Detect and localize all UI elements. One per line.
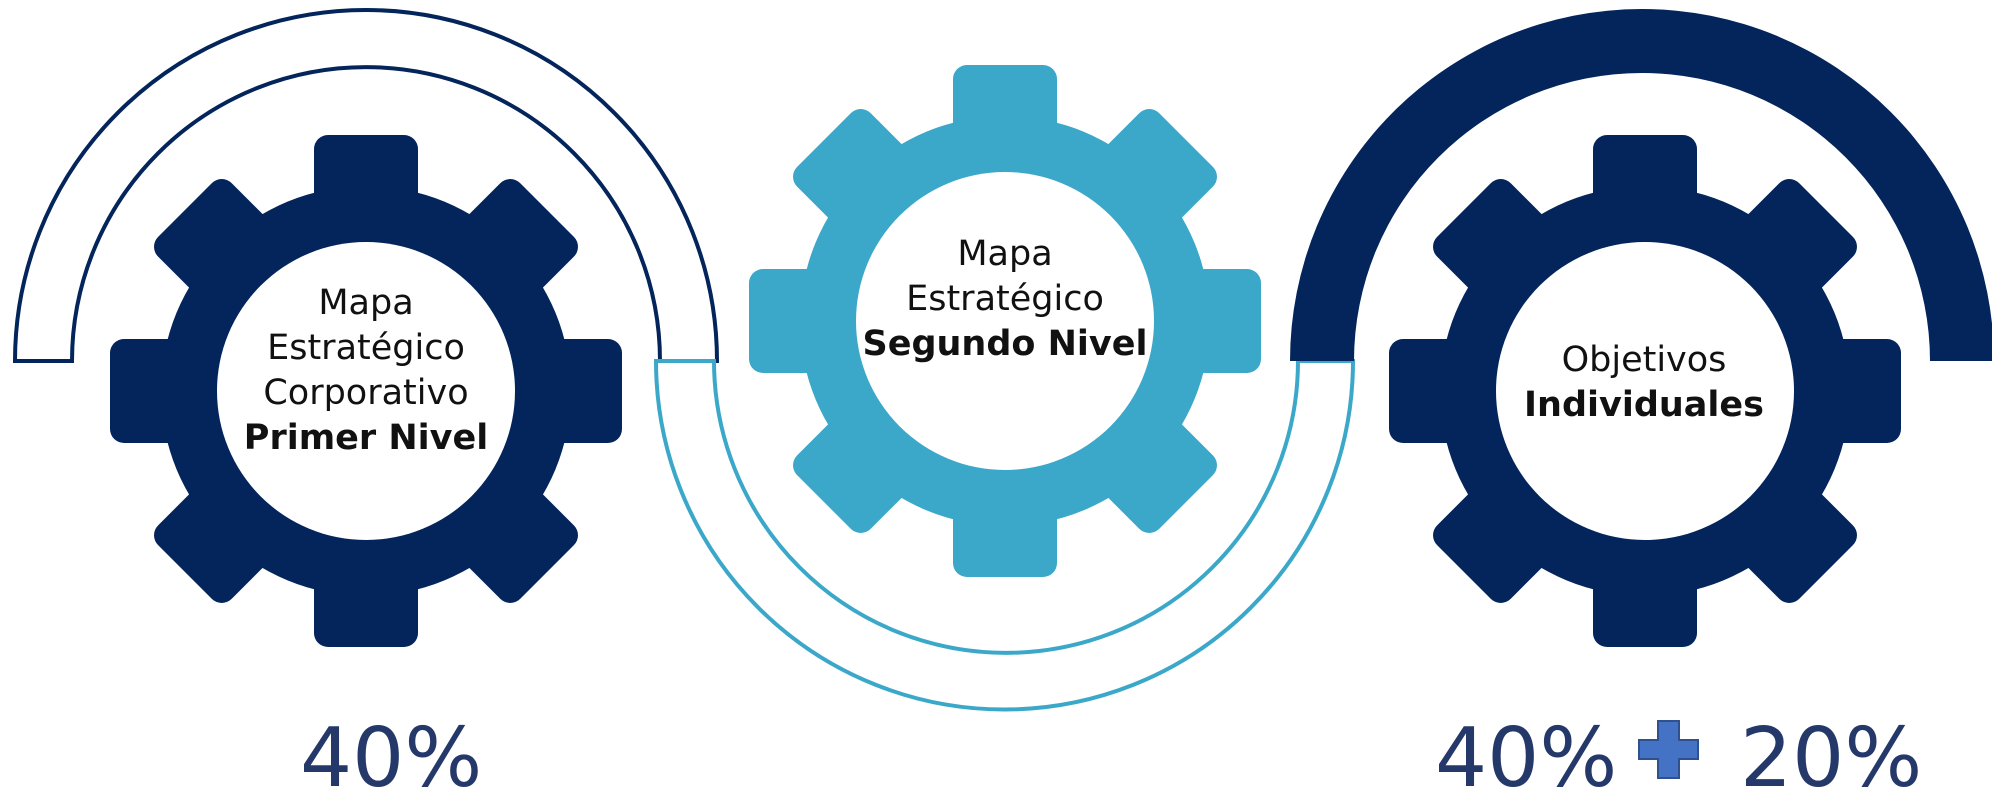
middle-outline-arc	[653, 359, 1356, 712]
gear-label-line: Segundo Nivel	[862, 324, 1148, 364]
right-solid-arc[interactable]	[1290, 9, 1992, 361]
gear-label-primer-nivel: Mapa Estratégico Corporativo Primer Nive…	[196, 281, 536, 461]
percent-right-a: 40%	[1435, 711, 1618, 806]
gear-label-line: Corporativo	[263, 373, 469, 413]
gear-primer-nivel[interactable]	[110, 135, 622, 647]
gear-center	[856, 172, 1154, 470]
percent-left: 40%	[300, 711, 483, 806]
gear-segundo-nivel[interactable]	[749, 65, 1261, 577]
gear-label-line: Mapa	[957, 234, 1053, 274]
gear-label-line: Estratégico	[267, 328, 465, 368]
gear-label-line: Primer Nivel	[243, 418, 489, 458]
gear-label-line: Individuales	[1524, 385, 1764, 425]
plus-icon	[1638, 720, 1699, 779]
gear-objetivos-individuales[interactable]	[1389, 135, 1901, 647]
gear-label-line: Mapa	[318, 283, 414, 323]
gear-center	[217, 242, 515, 540]
gear-label-line: Objetivos	[1561, 340, 1727, 380]
gear-label-objetivos: Objetivos Individuales	[1474, 338, 1814, 428]
gear-label-line: Estratégico	[906, 279, 1104, 319]
gear-center	[1496, 242, 1794, 540]
left-outline-arc	[12, 8, 720, 363]
gear-label-segundo-nivel: Mapa Estratégico Segundo Nivel	[835, 232, 1175, 367]
percent-right-b: 20%	[1740, 711, 1923, 806]
